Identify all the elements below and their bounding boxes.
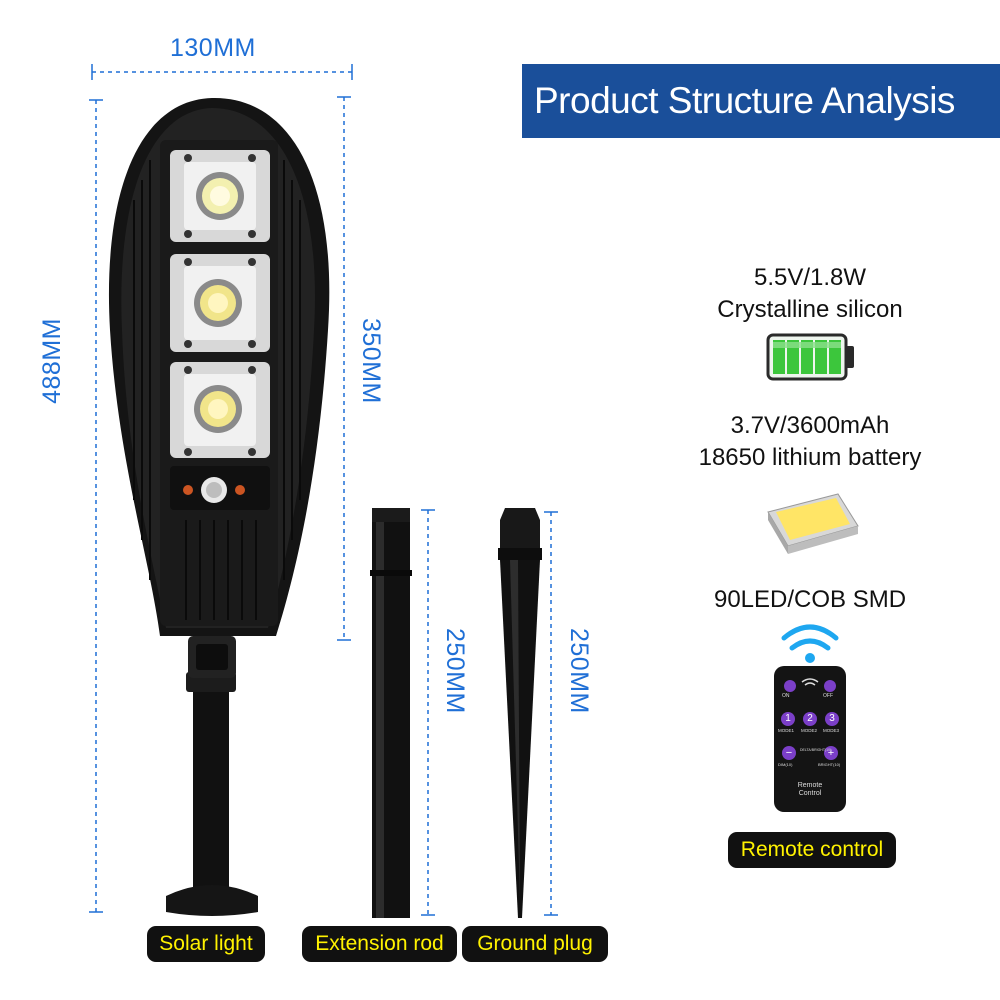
remote-signal-icon — [801, 678, 819, 686]
panel-spec-line1: 5.5V/1.8W — [753, 264, 867, 291]
ground-plug-tag: Ground plug — [462, 926, 608, 962]
bright-button[interactable]: + — [824, 746, 838, 760]
off-label: OFF — [823, 693, 833, 699]
width-dimension-label: 130MM — [170, 34, 256, 62]
dim-label: DIM(10) — [778, 762, 793, 767]
off-button[interactable] — [824, 680, 836, 692]
led-spec: 90LED/COB SMD — [713, 586, 907, 613]
extension-rod-tag: Extension rod — [302, 926, 457, 962]
remote-control: ON OFF 1 2 3 MODE1 MODE2 MODE3 − + DELTA… — [774, 666, 846, 812]
center-label: DELTA/BRIGHT(10) — [800, 748, 832, 752]
remote-brand-label-1: Remote — [797, 782, 823, 789]
dim-button[interactable]: − — [782, 746, 796, 760]
remote-control-tag: Remote control — [728, 832, 896, 868]
mode2-button[interactable]: 2 — [803, 712, 817, 726]
mode3-button[interactable]: 3 — [825, 712, 839, 726]
mode3-label: MODE3 — [823, 728, 840, 733]
mode1-button[interactable]: 1 — [781, 712, 795, 726]
rod-length-dimension-label: 250MM — [441, 628, 469, 714]
remote-brand-label-2: Control — [798, 790, 822, 797]
page-title: Product Structure Analysis — [522, 64, 1000, 138]
solar-light-tag: Solar light — [147, 926, 265, 962]
on-button[interactable] — [784, 680, 796, 692]
mode2-label: MODE2 — [801, 728, 818, 733]
battery-spec-line1: 3.7V/3600mAh — [730, 412, 890, 439]
mode1-label: MODE1 — [778, 728, 795, 733]
on-label: ON — [782, 693, 790, 699]
head-height-dimension-label: 350MM — [357, 318, 385, 404]
bright-label: BRIGHT(10) — [818, 762, 841, 767]
panel-spec-line2: Crystalline silicon — [717, 296, 903, 323]
battery-spec-line2: 18650 lithium battery — [698, 444, 922, 471]
plug-length-dimension-label: 250MM — [565, 628, 593, 714]
